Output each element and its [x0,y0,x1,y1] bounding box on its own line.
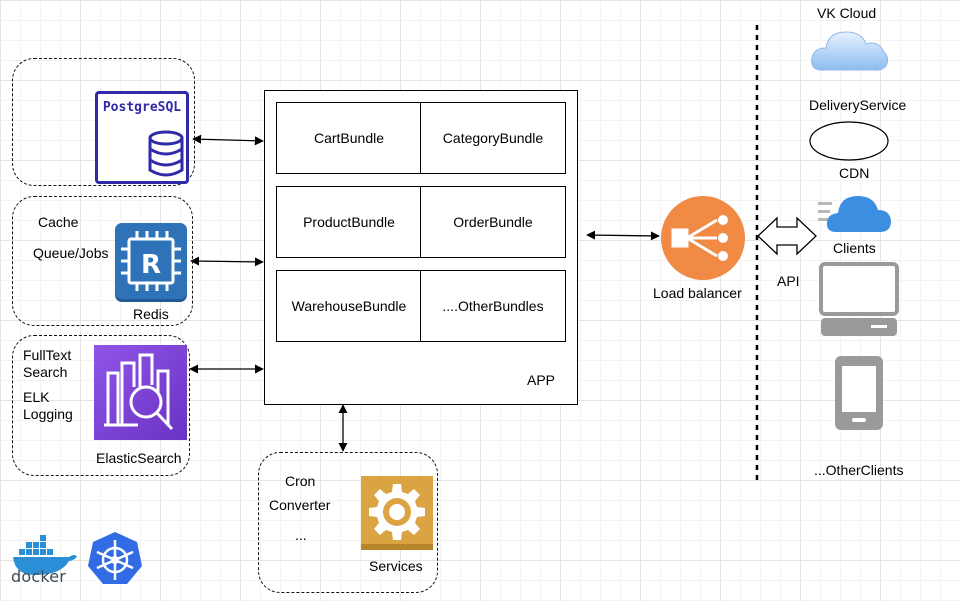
services-gear-icon [361,476,433,550]
docker-logo-text: docker [11,567,67,586]
api-double-arrow [757,216,817,256]
elastic-group [12,335,190,476]
bundle-other: ....OtherBundles [420,270,566,342]
postgresql-logo-text: PostgreSQL [102,100,182,115]
other-clients-label: ...OtherClients [814,462,904,478]
services-group [258,452,438,593]
service-cron: Cron [285,473,316,489]
api-label: API [777,273,800,289]
desktop-client-icon [819,262,899,336]
kubernetes-logo [88,532,142,584]
elastic-purpose-elk: ELK [23,389,50,405]
redis-purpose-queue: Queue/Jobs [33,245,109,261]
database-icon [148,130,184,177]
redis-group [12,196,193,326]
redis-name: Redis [133,306,169,322]
elastic-purpose-search: Search [23,364,68,380]
vk-cloud-icon [811,31,889,71]
arrow-app-loadbalancer [586,230,660,241]
mobile-client-icon [835,356,883,430]
arrow-postgres-app [192,134,264,146]
bundle-category: CategoryBundle [420,102,566,174]
redis-purpose-cache: Cache [38,214,79,230]
delivery-service-label: DeliveryService [809,97,907,113]
arrow-redis-app [190,256,264,267]
load-balancer-label: Load balancer [653,285,742,301]
load-balancer-icon [661,196,745,280]
redis-icon: R [115,223,187,299]
bundle-product: ProductBundle [276,186,422,258]
cdn-label: CDN [839,165,870,181]
bundle-order: OrderBundle [420,186,566,258]
services-name: Services [369,558,423,574]
clients-label: Clients [833,240,876,256]
service-converter: Converter [269,497,331,513]
svg-text:R: R [141,250,161,280]
docker-logo: docker [11,535,77,587]
elastic-purpose-fulltext: FullText [23,347,72,363]
elasticsearch-icon [94,345,187,440]
elastic-purpose-logging: Logging [23,406,73,422]
service-more: ... [295,527,307,543]
app-label: APP [527,372,556,388]
elastic-name: ElasticSearch [96,450,182,466]
vk-cloud-label: VK Cloud [817,5,877,21]
postgresql-logo: PostgreSQL [95,91,189,184]
cdn-cloud-icon [818,196,891,232]
postgres-group [12,58,195,186]
bundle-warehouse: WarehouseBundle [276,270,422,342]
delivery-service-ellipse [809,121,889,161]
bundle-cart: CartBundle [276,102,422,174]
